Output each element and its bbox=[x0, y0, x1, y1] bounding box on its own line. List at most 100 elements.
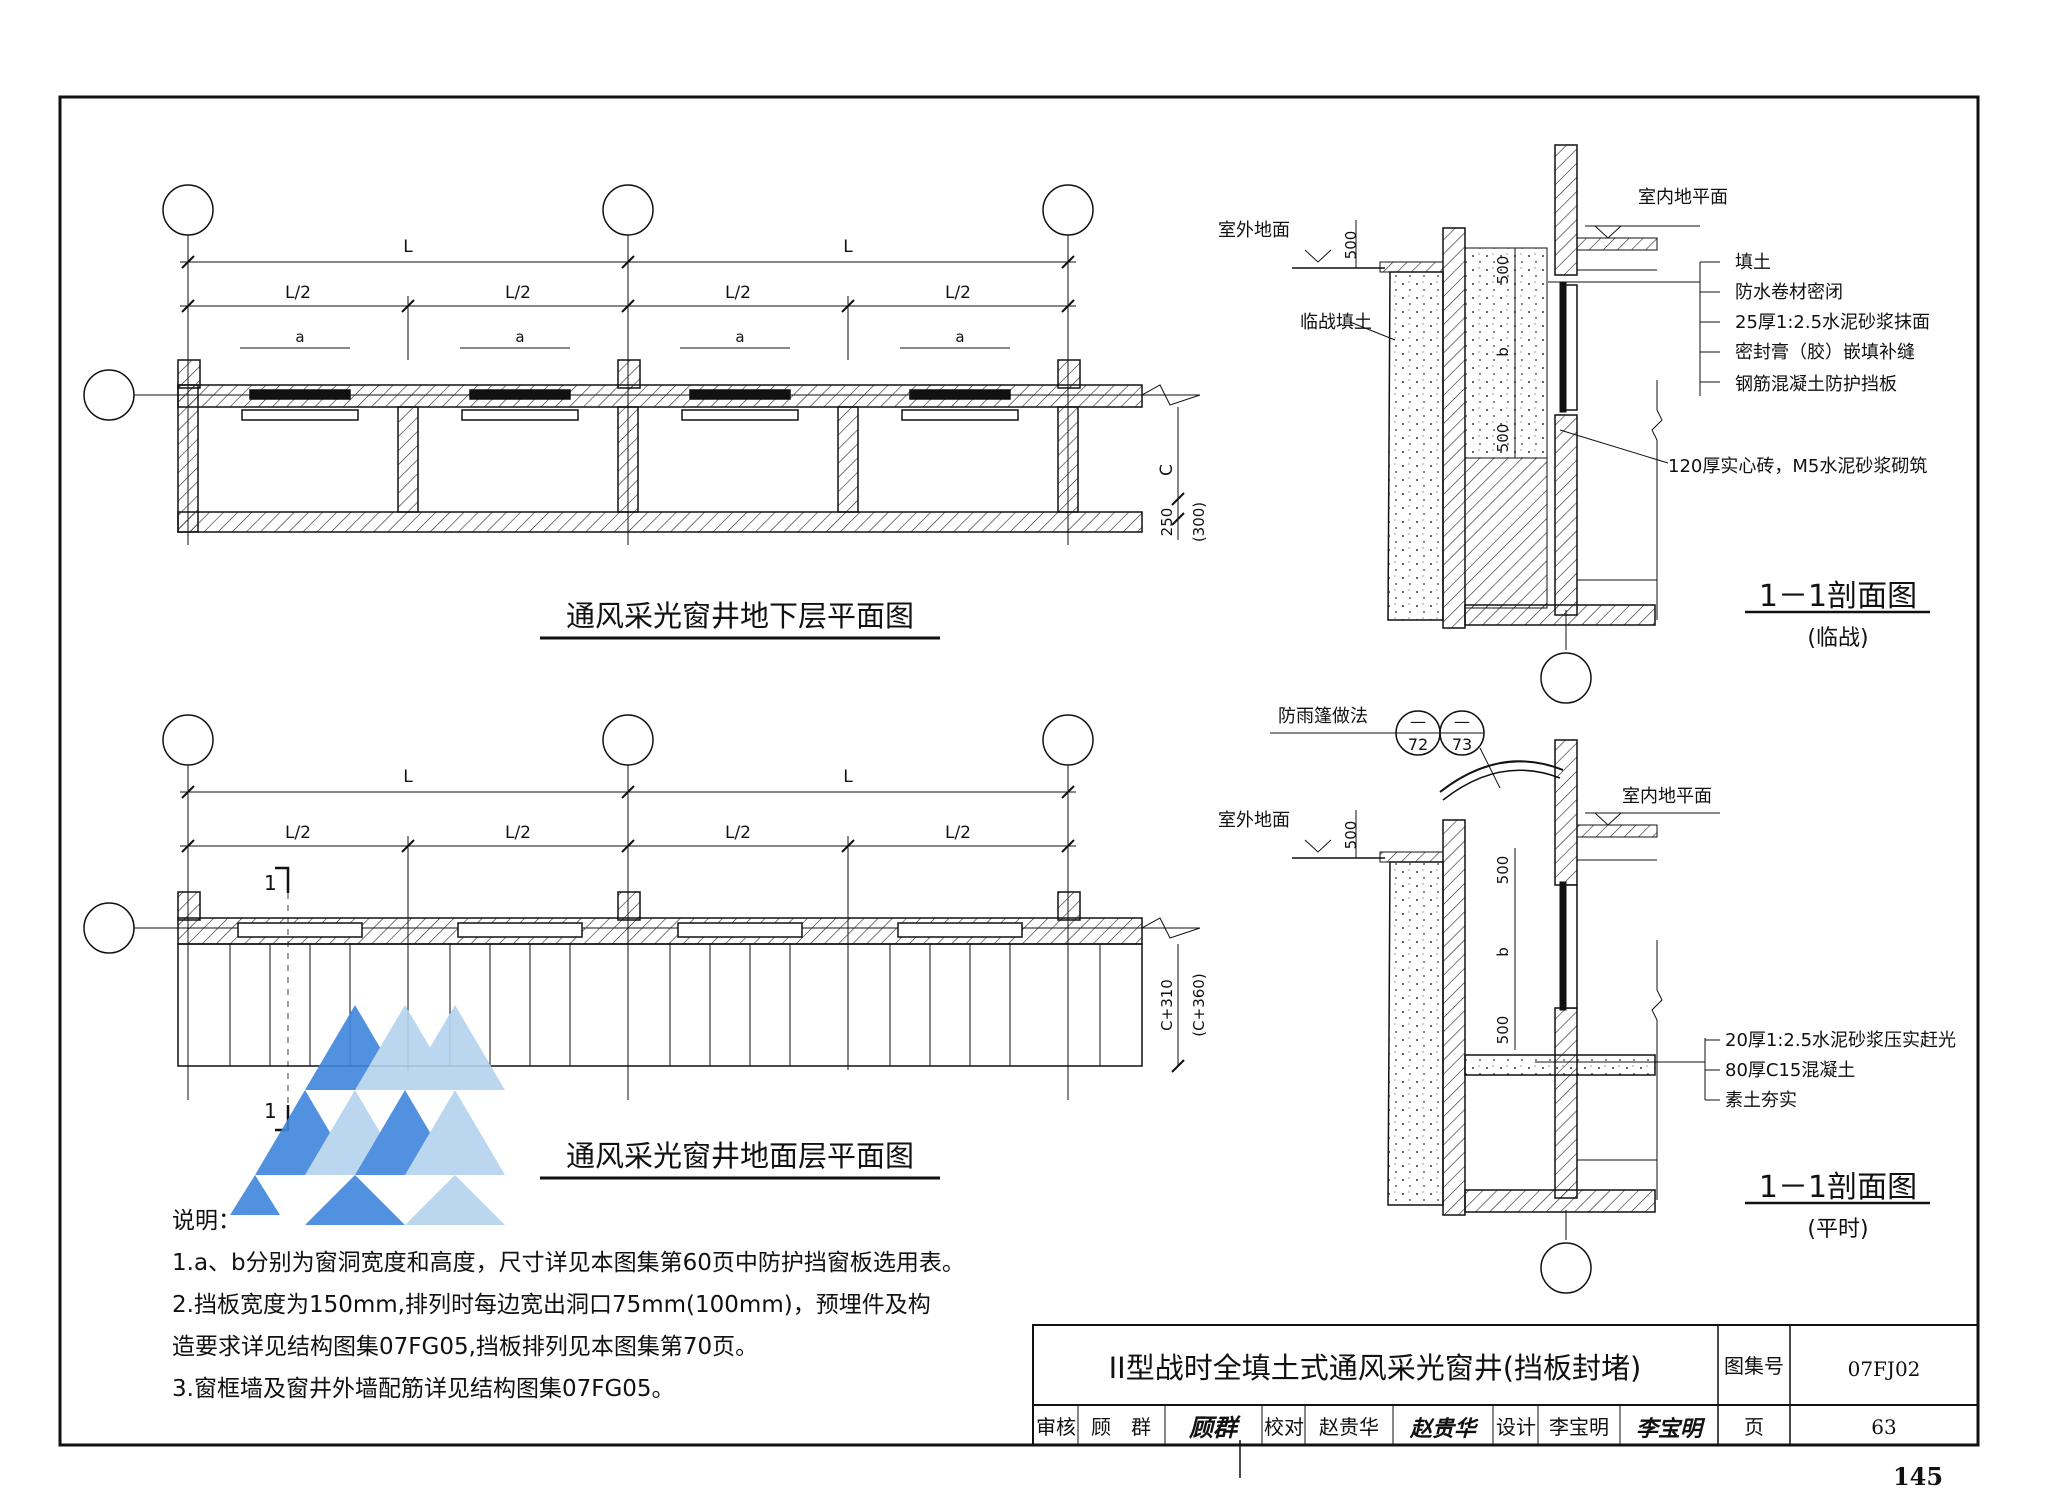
floor-layer-2: 80厚C15混凝土 bbox=[1725, 1060, 1855, 1081]
dim-500: 500 bbox=[1494, 1016, 1512, 1045]
section-title: 1－1剖面图 bbox=[1759, 579, 1917, 614]
title-block bbox=[1032, 1324, 1979, 1478]
section-war bbox=[1292, 144, 1930, 704]
page-label: 页 bbox=[1744, 1415, 1764, 1439]
dim-a: a bbox=[955, 328, 964, 346]
legend-item-4: 密封膏（胶）嵌填补缝 bbox=[1735, 341, 1915, 363]
dim-300: (300) bbox=[1190, 502, 1208, 542]
detail-ref-top: — bbox=[1454, 712, 1470, 731]
checker-signature: 赵贵华 bbox=[1409, 1416, 1479, 1442]
dim-c310: C+310 bbox=[1158, 979, 1176, 1031]
canopy-label: 防雨篷做法 bbox=[1278, 706, 1368, 727]
detail-ref-number: 73 bbox=[1452, 735, 1472, 754]
check-label: 校对 bbox=[1264, 1415, 1304, 1439]
note-2: 2.挡板宽度为150mm,排列时每边宽出洞口75mm(100mm)，预埋件及构 bbox=[172, 1292, 931, 1318]
section-subtitle: (平时) bbox=[1807, 1217, 1868, 1242]
dim-a: a bbox=[515, 328, 524, 346]
detail-ref-top: — bbox=[1410, 712, 1426, 731]
axis-bubble bbox=[83, 369, 135, 421]
note-4: 3.窗框墙及窗井外墙配筋详见结构图集07FG05。 bbox=[172, 1376, 675, 1402]
floor-layer-1: 20厚1:2.5水泥砂浆压实赶光 bbox=[1725, 1030, 1956, 1051]
outdoor-ground-label: 室外地面 bbox=[1218, 810, 1290, 831]
axis-bubble bbox=[83, 902, 135, 954]
designer-name: 李宝明 bbox=[1549, 1415, 1609, 1439]
reviewer-name: 顾 群 bbox=[1091, 1415, 1151, 1439]
dim-l-1: L bbox=[403, 237, 413, 257]
dim-c: C bbox=[1157, 464, 1177, 476]
notes: 说明： 1.a、b分别为窗洞宽度和高度，尺寸详见本图集第60页中防护挡窗板选用表… bbox=[172, 1200, 1052, 1410]
section-peace bbox=[1270, 710, 1930, 1294]
floor-layer-3: 素土夯实 bbox=[1725, 1090, 1797, 1111]
basement-plan-labels: L L L/2 L/2 L/2 L/2 a a a a C 250 (300) … bbox=[285, 237, 1208, 633]
dim-a: a bbox=[735, 328, 744, 346]
dim-half: L/2 bbox=[285, 283, 311, 303]
page-number-cell: 63 bbox=[1871, 1415, 1896, 1439]
basement-plan bbox=[83, 184, 1201, 640]
ground-plan-title: 通风采光窗井地面层平面图 bbox=[566, 1139, 914, 1173]
checker-name: 赵贵华 bbox=[1319, 1415, 1379, 1439]
dim-a: a bbox=[295, 328, 304, 346]
dim-500: 500 bbox=[1342, 821, 1360, 850]
reviewer-signature: 顾群 bbox=[1188, 1413, 1241, 1442]
axis-bubble bbox=[162, 184, 214, 236]
note-1: 1.a、b分别为窗洞宽度和高度，尺寸详见本图集第60页中防护挡窗板选用表。 bbox=[172, 1250, 965, 1276]
axis-bubble bbox=[1540, 1242, 1592, 1294]
review-label: 审核 bbox=[1036, 1415, 1076, 1439]
legend-item-2: 防水卷材密闭 bbox=[1735, 282, 1843, 303]
design-label: 设计 bbox=[1496, 1415, 1536, 1439]
cut-mark-label: 1 bbox=[264, 871, 277, 895]
dim-250: 250 bbox=[1158, 508, 1176, 537]
dim-half: L/2 bbox=[725, 823, 751, 843]
dim-b: b bbox=[1494, 347, 1512, 357]
notes-heading: 说明： bbox=[172, 1208, 241, 1234]
section-war-labels: 室外地面 室内地平面 临战填土 500 500 b 500 填土 防水卷材密闭 … bbox=[1218, 187, 1930, 651]
note-3: 造要求详见结构图集07FG05,挡板排列见本图集第70页。 bbox=[172, 1334, 759, 1360]
designer-signature: 李宝明 bbox=[1636, 1416, 1706, 1442]
detail-ref-number: 72 bbox=[1408, 735, 1428, 754]
dim-l-2: L bbox=[843, 767, 853, 787]
axis-bubble bbox=[1042, 184, 1094, 236]
dim-l-1: L bbox=[403, 767, 413, 787]
dim-half: L/2 bbox=[285, 823, 311, 843]
axis-bubble bbox=[602, 714, 654, 766]
atlas-label: 图集号 bbox=[1724, 1354, 1784, 1378]
axis-bubble bbox=[162, 714, 214, 766]
axis-bubble bbox=[602, 184, 654, 236]
dim-half: L/2 bbox=[725, 283, 751, 303]
legend-item-5: 钢筋混凝土防护挡板 bbox=[1735, 374, 1897, 395]
axis-bubble bbox=[1540, 652, 1592, 704]
atlas-number: 07FJ02 bbox=[1848, 1357, 1921, 1381]
cut-mark-label: 1 bbox=[264, 1099, 277, 1123]
dim-500: 500 bbox=[1494, 424, 1512, 453]
sheet-frame bbox=[58, 95, 1980, 1447]
legend-item-1: 填土 bbox=[1735, 252, 1771, 273]
dim-half: L/2 bbox=[945, 283, 971, 303]
sheet-page-number: 145 bbox=[1893, 1462, 1943, 1491]
dim-500: 500 bbox=[1494, 856, 1512, 885]
dim-b: b bbox=[1494, 947, 1512, 957]
fill-soil-label: 临战填土 bbox=[1300, 312, 1372, 333]
section-subtitle: (临战) bbox=[1807, 626, 1868, 651]
indoor-floor-label: 室内地平面 bbox=[1622, 786, 1712, 807]
ground-plan-labels: L L L/2 L/2 L/2 L/2 1 1 C+310 (C+360) 通风… bbox=[264, 767, 1208, 1173]
outdoor-ground-label: 室外地面 bbox=[1218, 220, 1290, 241]
legend-item-3: 25厚1:2.5水泥砂浆抹面 bbox=[1735, 312, 1930, 333]
axis-bubble bbox=[1042, 714, 1094, 766]
section-peace-labels: 防雨篷做法 — 72 — 73 室外地面 室内地平面 500 500 b 500… bbox=[1218, 706, 1956, 1242]
section-title: 1－1剖面图 bbox=[1759, 1170, 1917, 1205]
dim-half: L/2 bbox=[505, 283, 531, 303]
title-block-text: II型战时全填土式通风采光窗井(挡板封堵) 图集号 07FJ02 审核 顾 群 … bbox=[1036, 1351, 1943, 1491]
ground-plan bbox=[83, 714, 1201, 1180]
dim-half: L/2 bbox=[505, 823, 531, 843]
watermark-logo bbox=[230, 1005, 505, 1225]
brick-label: 120厚实心砖，M5水泥砂浆砌筑 bbox=[1668, 456, 1927, 477]
drawing-title: II型战时全填土式通风采光窗井(挡板封堵) bbox=[1109, 1351, 1642, 1385]
basement-plan-title: 通风采光窗井地下层平面图 bbox=[566, 599, 914, 633]
dim-l-2: L bbox=[843, 237, 853, 257]
dim-500: 500 bbox=[1342, 231, 1360, 260]
dim-half: L/2 bbox=[945, 823, 971, 843]
dim-c360: (C+360) bbox=[1190, 973, 1208, 1036]
dim-500: 500 bbox=[1494, 256, 1512, 285]
indoor-floor-label: 室内地平面 bbox=[1638, 187, 1728, 208]
